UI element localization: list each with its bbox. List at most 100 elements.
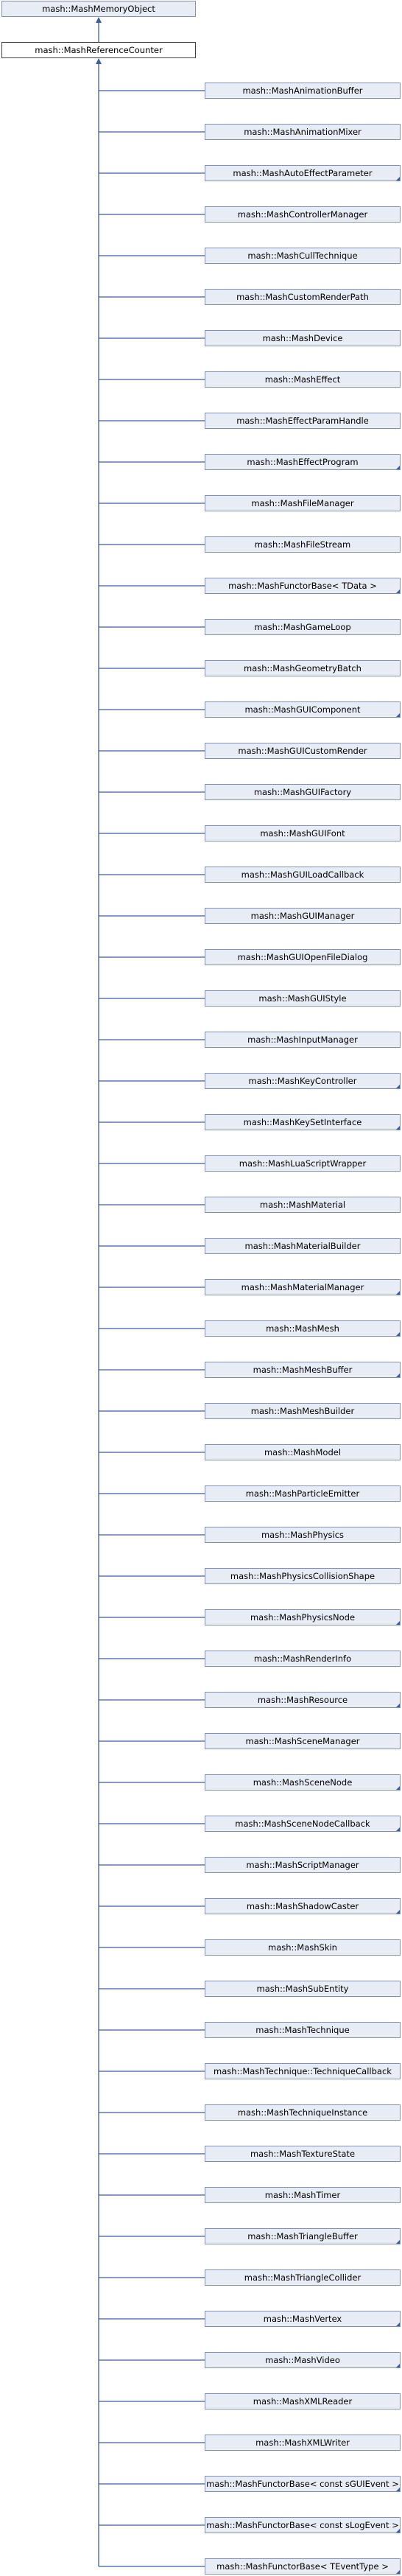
derived-class-box[interactable]: mash::MashGUIComponent — [205, 701, 401, 718]
derived-class-label: mash::MashTechniqueInstance — [237, 2107, 368, 2118]
derived-class-box[interactable]: mash::MashMesh — [205, 1320, 401, 1337]
derived-class-label: mash::MashPhysicsCollisionShape — [230, 1571, 375, 1581]
derived-class-box[interactable]: mash::MashEffectParamHandle — [205, 413, 401, 429]
derived-class-box[interactable]: mash::MashFunctorBase< TData > — [205, 578, 401, 594]
derived-class-box[interactable]: mash::MashSceneManager — [205, 1733, 401, 1749]
more-subclasses-marker-icon — [396, 713, 400, 717]
derived-class-box[interactable]: mash::MashTimer — [205, 2187, 401, 2203]
derived-class-label: mash::MashKeyController — [248, 1076, 357, 1086]
derived-class-label: mash::MashRenderInfo — [253, 1653, 352, 1664]
derived-class-box[interactable]: mash::MashTextureState — [205, 2146, 401, 2162]
base-class-label: mash::MashMemoryObject — [42, 4, 155, 14]
derived-class-box[interactable]: mash::MashGUIManager — [205, 908, 401, 924]
derived-class-box[interactable]: mash::MashPhysicsCollisionShape — [205, 1568, 401, 1584]
arrowhead-to-current-icon — [96, 58, 102, 64]
derived-class-box[interactable]: mash::MashGameLoop — [205, 619, 401, 635]
derived-class-box[interactable]: mash::MashGUIStyle — [205, 990, 401, 1007]
derived-class-label: mash::MashDevice — [262, 333, 343, 343]
derived-class-box[interactable]: mash::MashMeshBuilder — [205, 1403, 401, 1419]
derived-class-box[interactable]: mash::MashTechnique::TechniqueCallback — [205, 2063, 401, 2079]
derived-class-label: mash::MashKeySetInterface — [243, 1117, 362, 1127]
derived-class-box[interactable]: mash::MashSceneNode — [205, 1774, 401, 1791]
derived-class-box[interactable]: mash::MashGUIFactory — [205, 784, 401, 800]
derived-class-label: mash::MashCustomRenderPath — [236, 292, 369, 302]
derived-class-label: mash::MashGameLoop — [254, 622, 351, 632]
derived-class-box[interactable]: mash::MashGUILoadCallback — [205, 867, 401, 883]
derived-class-box[interactable]: mash::MashXMLReader — [205, 2393, 401, 2409]
derived-class-box[interactable]: mash::MashResource — [205, 1692, 401, 1708]
derived-class-box[interactable]: mash::MashMeshBuffer — [205, 1362, 401, 1378]
derived-class-box[interactable]: mash::MashTechnique — [205, 2022, 401, 2038]
more-subclasses-marker-icon — [396, 2240, 400, 2244]
derived-class-box[interactable]: mash::MashModel — [205, 1444, 401, 1460]
more-subclasses-marker-icon — [396, 466, 400, 469]
derived-class-box[interactable]: mash::MashVertex — [205, 2311, 401, 2327]
derived-class-box[interactable]: mash::MashGUIOpenFileDialog — [205, 949, 401, 965]
derived-class-box[interactable]: mash::MashPhysicsNode — [205, 1609, 401, 1625]
arrowhead-to-base-icon — [96, 17, 102, 23]
derived-class-box[interactable]: mash::MashShadowCaster — [205, 1898, 401, 1914]
derived-class-box[interactable]: mash::MashSubEntity — [205, 1981, 401, 1997]
derived-class-box[interactable]: mash::MashAutoEffectParameter — [205, 165, 401, 181]
derived-class-box[interactable]: mash::MashParticleEmitter — [205, 1485, 401, 1502]
derived-class-label: mash::MashGUIManager — [250, 911, 355, 921]
derived-class-box[interactable]: mash::MashCullTechnique — [205, 248, 401, 264]
derived-class-box[interactable]: mash::MashFileManager — [205, 495, 401, 511]
derived-class-label: mash::MashPhysicsNode — [250, 1612, 356, 1623]
derived-class-box[interactable]: mash::MashTriangleCollider — [205, 2269, 401, 2286]
derived-class-box[interactable]: mash::MashRenderInfo — [205, 1651, 401, 1667]
derived-class-box[interactable]: mash::MashEffectProgram — [205, 454, 401, 470]
derived-class-label: mash::MashSceneNode — [253, 1777, 353, 1788]
derived-class-label: mash::MashGUIFactory — [253, 787, 352, 797]
derived-class-box[interactable]: mash::MashVideo — [205, 2352, 401, 2368]
more-subclasses-marker-icon — [396, 2570, 400, 2574]
derived-class-box[interactable]: mash::MashScriptManager — [205, 1857, 401, 1873]
derived-class-label: mash::MashEffectProgram — [247, 457, 359, 467]
derived-class-box[interactable]: mash::MashCustomRenderPath — [205, 289, 401, 305]
derived-class-label: mash::MashXMLWriter — [255, 2437, 350, 2448]
derived-class-label: mash::MashTriangleBuffer — [247, 2231, 358, 2241]
derived-class-label: mash::MashTextureState — [250, 2149, 356, 2159]
derived-class-label: mash::MashTriangleCollider — [244, 2272, 362, 2283]
more-subclasses-marker-icon — [396, 589, 400, 593]
derived-class-box[interactable]: mash::MashMaterialManager — [205, 1279, 401, 1295]
derived-class-label: mash::MashFunctorBase< const sGUIEvent > — [206, 2479, 399, 2489]
derived-class-box[interactable]: mash::MashTriangleBuffer — [205, 2228, 401, 2244]
derived-class-label: mash::MashMaterial — [259, 1200, 346, 1210]
derived-class-box[interactable]: mash::MashInputManager — [205, 1032, 401, 1048]
derived-class-box[interactable]: mash::MashLuaScriptWrapper — [205, 1155, 401, 1172]
derived-class-label: mash::MashFunctorBase< TData > — [228, 581, 377, 591]
derived-class-box[interactable]: mash::MashXMLWriter — [205, 2435, 401, 2451]
derived-class-label: mash::MashParticleEmitter — [245, 1488, 360, 1499]
derived-class-label: mash::MashGUIFont — [260, 828, 345, 839]
derived-class-box[interactable]: mash::MashMaterial — [205, 1197, 401, 1213]
derived-class-box[interactable]: mash::MashDevice — [205, 330, 401, 346]
derived-class-box[interactable]: mash::MashFunctorBase< const sLogEvent > — [205, 2517, 401, 2533]
more-subclasses-marker-icon — [396, 2529, 400, 2533]
derived-class-box[interactable]: mash::MashControllerManager — [205, 206, 401, 223]
derived-class-box[interactable]: mash::MashAnimationMixer — [205, 124, 401, 140]
derived-class-label: mash::MashSceneNodeCallback — [235, 1819, 370, 1829]
derived-class-box[interactable]: mash::MashAnimationBuffer — [205, 83, 401, 99]
derived-class-box[interactable]: mash::MashGeometryBatch — [205, 660, 401, 676]
derived-class-label: mash::MashModel — [264, 1447, 342, 1457]
derived-class-label: mash::MashGUIStyle — [258, 993, 347, 1004]
derived-class-box[interactable]: mash::MashGUICustomRender — [205, 743, 401, 759]
derived-class-box[interactable]: mash::MashKeySetInterface — [205, 1114, 401, 1130]
derived-class-label: mash::MashFileManager — [251, 498, 354, 508]
derived-class-box[interactable]: mash::MashSceneNodeCallback — [205, 1816, 401, 1832]
base-class-box[interactable]: mash::MashMemoryObject — [1, 1, 196, 17]
derived-class-box[interactable]: mash::MashMaterialBuilder — [205, 1238, 401, 1254]
derived-class-box[interactable]: mash::MashFunctorBase< const sGUIEvent > — [205, 2476, 401, 2492]
derived-class-box[interactable]: mash::MashFileStream — [205, 536, 401, 553]
derived-class-box[interactable]: mash::MashFunctorBase< TEventType > — [205, 2558, 401, 2575]
derived-class-box[interactable]: mash::MashPhysics — [205, 1527, 401, 1543]
derived-class-box[interactable]: mash::MashGUIFont — [205, 825, 401, 841]
derived-class-box[interactable]: mash::MashSkin — [205, 1939, 401, 1956]
derived-class-box[interactable]: mash::MashKeyController — [205, 1073, 401, 1089]
derived-class-box[interactable]: mash::MashTechniqueInstance — [205, 2104, 401, 2121]
derived-class-label: mash::MashAutoEffectParameter — [233, 168, 373, 178]
derived-class-box[interactable]: mash::MashEffect — [205, 371, 401, 388]
